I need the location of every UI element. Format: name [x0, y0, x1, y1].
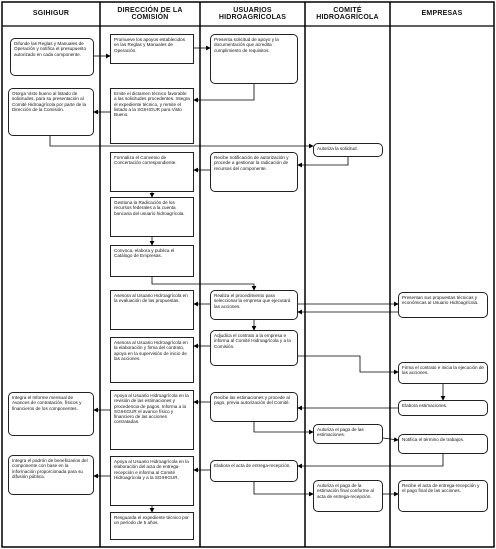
lane-header-comite: COMITÉ HIDROAGRÍCOLA	[316, 6, 379, 22]
lane-header-sgihigur: SGIHIGUR	[32, 10, 70, 18]
step-recibe-estimaciones: Recibe las estimaciones y procede al pag…	[210, 392, 298, 422]
step-gestiona-radicacion: Gestiona la Radicación de los recursos f…	[110, 197, 194, 237]
step-catalogo-empresas: Convoca, elabora y publica el Catálogo d…	[110, 245, 194, 277]
step-adjudica-contrato: Adjudica el contrato a la empresa e info…	[210, 330, 298, 366]
lane-header-usuarios: USUARIOS HIDROAGRÍCOLAS	[218, 6, 287, 22]
step-promueve-apoyos: Promueve los apoyos establecidos en las …	[110, 34, 194, 64]
step-presenta-solicitud: Presenta solicitud de apoyo y la documen…	[210, 34, 298, 84]
step-seleccionar-empresa: Realiza el procedimiento para selecciona…	[210, 290, 298, 320]
step-elabora-acta: Elabora el acta de entrega-recepción.	[210, 460, 298, 482]
step-otorga-visto-bueno: Otorga Visto bueno al listado de solicit…	[8, 88, 94, 136]
step-notifica-termino: Notifica el término de trabajos.	[398, 434, 488, 454]
step-autoriza-pago: Autoriza el pago de las estimaciones.	[313, 424, 383, 444]
lane-header-direccion: DIRECCIÓN DE LA COMISIÓN	[117, 6, 183, 22]
step-apoya-estimaciones: Apoya al Usuario Hidroagrícola en la rev…	[110, 390, 194, 450]
step-padron-beneficiarios: Integra el padrón de beneficiarios del c…	[8, 455, 94, 495]
lane-header-empresas: EMPRESAS	[421, 10, 463, 18]
step-recibe-acta-pago: Recibe el acta de entrega-recepción y el…	[398, 480, 488, 512]
step-formaliza-convenio: Formaliza el Convenio de Concertación co…	[110, 152, 194, 192]
step-autoriza-pago-final: Autoriza el pago de la estimación final …	[313, 480, 383, 512]
step-resguarda-expediente: Resguarda el expediente técnico por un p…	[110, 512, 194, 540]
step-informe-mensual: Integra el Informe mensual de Avances de…	[8, 392, 94, 436]
step-asesora-evaluacion: Asesora al Usuario Hidroagrícola en la e…	[110, 290, 194, 330]
step-presentan-propuestas: Presentan sus propuestas técnicas y econ…	[398, 292, 488, 318]
step-dictamen-tecnico: Emite el dictamen técnico favorable a la…	[110, 88, 194, 144]
step-recibe-notificacion: Recibe notificación de autorización y pr…	[210, 152, 298, 192]
step-difunde-reglas: Difunde las Reglas y Manuales de Operaci…	[10, 38, 94, 76]
step-autoriza-solicitud: Autoriza la solicitud.	[313, 143, 383, 157]
step-elabora-estimaciones: Elabora estimaciones.	[398, 400, 488, 416]
step-asesora-contrato: Asesora al Usuario Hidroagrícola en la e…	[110, 337, 194, 383]
step-apoya-acta: Apoya al Usuario Hidroagrícola en la ela…	[110, 456, 194, 506]
step-firma-contrato: Firma el contrato e inicia la ejecución …	[398, 362, 488, 384]
